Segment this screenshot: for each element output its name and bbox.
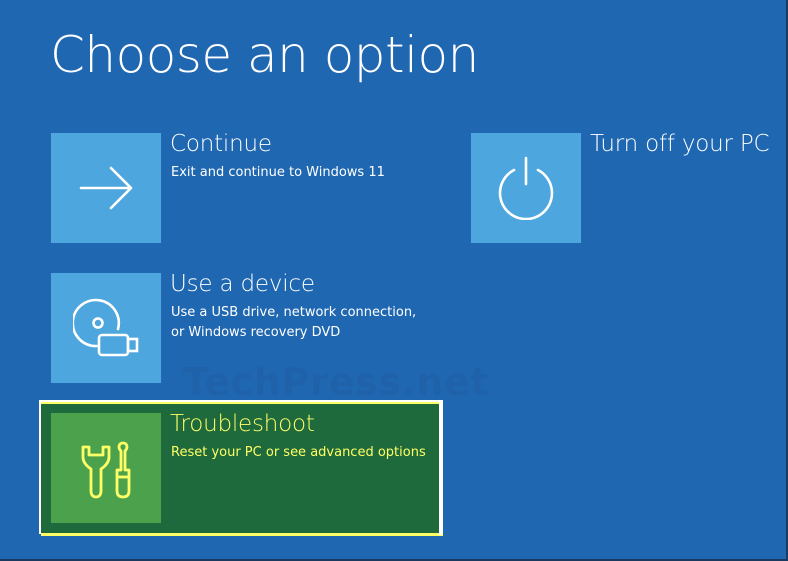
turn-off-title: Turn off your PC [590, 131, 770, 157]
option-troubleshoot[interactable]: Troubleshoot Reset your PC or see advanc… [51, 411, 431, 523]
option-continue[interactable]: Continue Exit and continue to Windows 11 [51, 131, 431, 243]
disc-usb-icon [73, 298, 139, 357]
troubleshoot-title: Troubleshoot [170, 411, 315, 437]
use-a-device-description-line: or Windows recovery DVD [171, 325, 341, 340]
continue-tile[interactable] [51, 133, 161, 243]
use-a-device-description-line: Use a USB drive, network connection, [171, 305, 417, 320]
page-title: Choose an option [50, 26, 479, 84]
troubleshoot-description: Reset your PC or see advanced options [171, 443, 451, 463]
power-icon [498, 156, 554, 220]
window-edge-bottom [0, 559, 788, 561]
option-turn-off[interactable]: Turn off your PC [471, 131, 781, 243]
continue-description-line: Exit and continue to Windows 11 [171, 165, 385, 180]
tools-icon [81, 441, 131, 499]
arrow-right-icon [79, 166, 133, 210]
use-a-device-description: Use a USB drive, network connection, or … [171, 303, 451, 343]
selection-border-right [439, 400, 442, 535]
window-edge-right [786, 0, 788, 561]
troubleshoot-description-line: Reset your PC or see advanced options [171, 445, 426, 460]
continue-title: Continue [170, 131, 272, 157]
use-a-device-tile[interactable] [51, 273, 161, 383]
troubleshoot-tile[interactable] [51, 413, 161, 523]
option-use-a-device[interactable]: Use a device Use a USB drive, network co… [51, 271, 431, 383]
use-a-device-title: Use a device [170, 271, 315, 297]
turn-off-tile[interactable] [471, 133, 581, 243]
continue-description: Exit and continue to Windows 11 [171, 163, 451, 183]
